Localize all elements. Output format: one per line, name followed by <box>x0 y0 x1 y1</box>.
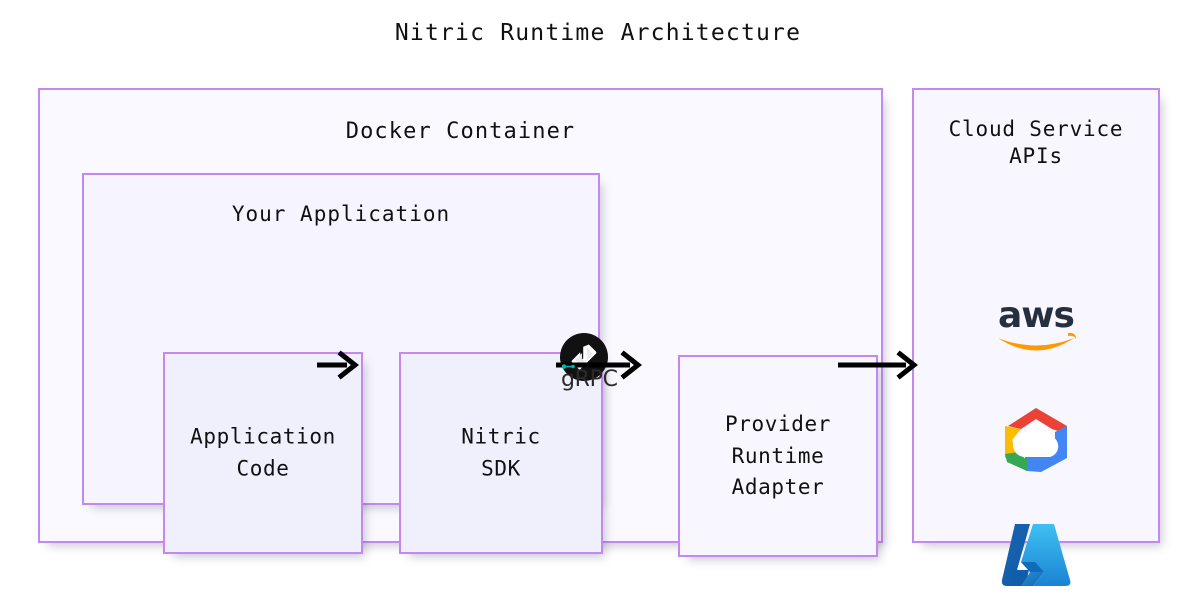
grpc-connection-label: gRPC <box>561 362 618 392</box>
application-code-box: Application Code <box>163 352 363 554</box>
your-application-box: Your Application Application Code Nitric… <box>82 173 608 554</box>
svg-text:aws: aws <box>998 295 1074 336</box>
azure-logo <box>914 515 1158 595</box>
arrow-sdk-to-adapter-icon <box>556 350 642 380</box>
application-code-label: Application Code <box>190 424 336 481</box>
aws-logo-icon: aws <box>998 295 1076 351</box>
nitric-sdk-box: Nitric SDK <box>399 333 608 554</box>
page-title: Nitric Runtime Architecture <box>394 20 802 46</box>
cloud-service-apis-box: Cloud Service APIs aws <box>912 88 1160 586</box>
nitric-sdk-label: Nitric SDK <box>461 424 541 481</box>
docker-container-box: Docker Container Your Application Applic… <box>38 88 883 557</box>
provider-runtime-adapter-label: Provider Runtime Adapter <box>725 411 831 499</box>
diagram-canvas: Nitric Runtime Architecture Docker Conta… <box>38 20 1160 586</box>
provider-runtime-adapter-box: Provider Runtime Adapter <box>678 355 878 557</box>
arrow-code-to-sdk-icon <box>317 350 359 380</box>
docker-container-label: Docker Container <box>345 119 576 144</box>
cloud-service-apis-label: Cloud Service APIs <box>948 117 1124 168</box>
grpc-mark-icon <box>562 364 575 369</box>
google-cloud-logo <box>914 400 1158 480</box>
arrow-adapter-to-cloud-icon <box>838 350 918 380</box>
google-cloud-logo-icon <box>1005 408 1067 472</box>
grpc-label-text: gRPC <box>561 367 618 392</box>
your-application-label: Your Application <box>231 202 451 226</box>
aws-logo: aws <box>914 285 1158 363</box>
